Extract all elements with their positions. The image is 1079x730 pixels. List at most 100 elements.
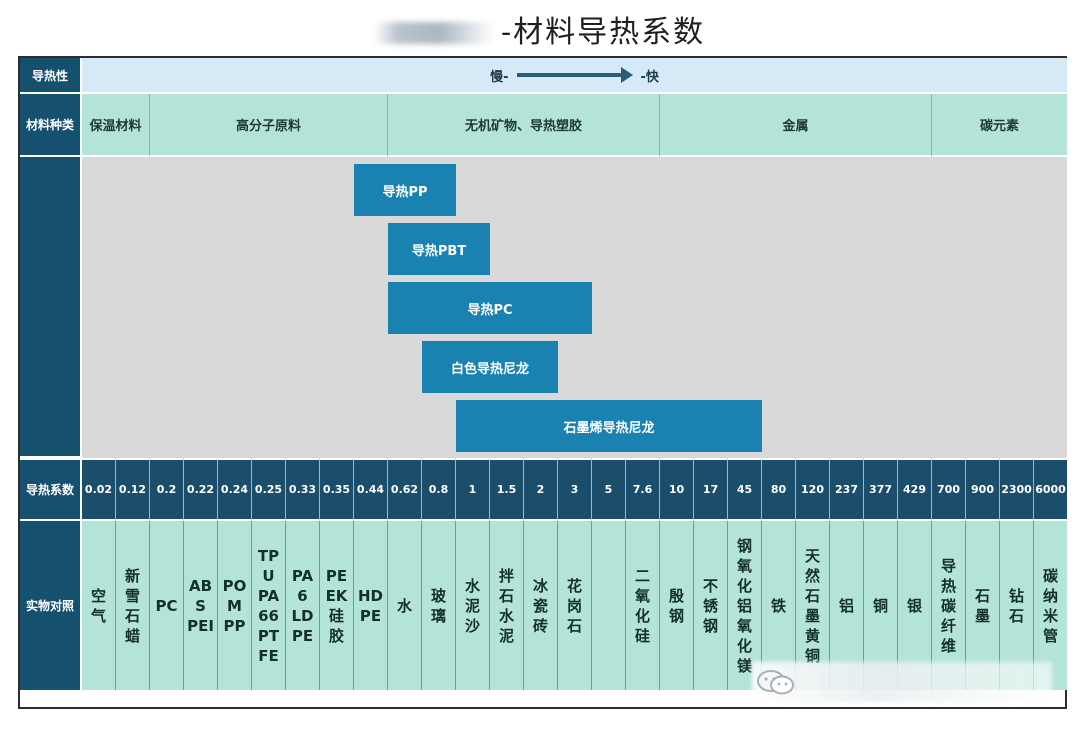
page-title: -材料导热系数	[0, 10, 1079, 56]
material-text: 6	[297, 586, 308, 605]
material-text: EK	[325, 586, 348, 605]
material-text: PA	[291, 566, 314, 585]
material-cell: 铜	[864, 521, 898, 690]
row-label-category-text: 材料种类	[25, 118, 74, 132]
material-text: 胶	[328, 626, 344, 645]
coefficient-cell: 0.62	[388, 458, 422, 521]
material-cell: 殷钢	[660, 521, 694, 690]
blurred-title-prefix	[373, 22, 494, 44]
material-cell	[592, 521, 626, 690]
material-text: 不	[702, 576, 718, 595]
coefficient-cell: 2	[524, 458, 558, 521]
material-text: 氧	[634, 586, 650, 605]
bar-label: 导热PP	[382, 184, 428, 200]
material-text: 化	[736, 636, 752, 655]
material-text: 银	[906, 596, 922, 615]
material-text: PA	[257, 586, 280, 605]
row-label-category: 材料种类	[20, 94, 82, 157]
material-text: 新	[124, 566, 140, 585]
category-label: 高分子原料	[235, 119, 301, 134]
material-text: 石	[124, 606, 140, 625]
material-text: 玻	[430, 586, 446, 605]
material-text: 钻	[1008, 586, 1024, 605]
arrow-right-icon	[516, 67, 633, 83]
material-text: 水	[498, 606, 514, 625]
bar-graphene-thermal-nylon: 石墨烯导热尼龙	[456, 400, 762, 452]
material-cell: 导热碳纤维	[932, 521, 966, 690]
material-text: 铁	[770, 596, 786, 615]
coefficient-cell: 5	[592, 458, 626, 521]
material-cell: 铁	[762, 521, 796, 690]
category-polymer: 高分子原料	[150, 94, 388, 157]
material-cell: 水泥沙	[456, 521, 490, 690]
category-label: 无机矿物、导热塑胶	[464, 119, 582, 134]
bar-label: 导热PC	[467, 302, 513, 318]
speed-indicator: 慢- -快	[82, 58, 1067, 94]
material-cell: 不锈钢	[694, 521, 728, 690]
row-label-conductivity-text: 导热性	[31, 68, 68, 83]
coefficient-cell: 1	[456, 458, 490, 521]
material-text: 泥	[498, 626, 514, 645]
material-text: 璃	[430, 606, 446, 625]
material-text: 化	[634, 606, 650, 625]
material-cell: 天然石墨黄铜	[796, 521, 830, 690]
material-text: 拌	[498, 566, 514, 585]
material-cell: 碳纳米管	[1034, 521, 1067, 690]
material-text: 铝	[736, 596, 752, 615]
material-text: 沙	[464, 616, 480, 635]
coefficient-cell: 17	[694, 458, 728, 521]
material-text: 碳	[1042, 566, 1058, 585]
material-cell: 水	[388, 521, 422, 690]
material-cell: 银	[898, 521, 932, 690]
wechat-icon	[757, 670, 794, 695]
coefficient-cell: 10	[660, 458, 694, 521]
bar-label: 导热PBT	[411, 243, 467, 259]
material-text: PE	[291, 626, 314, 645]
material-text: 黄	[804, 626, 820, 645]
material-text: 气	[90, 606, 106, 625]
material-text: PT	[257, 626, 280, 645]
material-cell: 花岗石	[558, 521, 592, 690]
material-text: 空	[90, 586, 106, 605]
coefficient-cell: 120	[796, 458, 830, 521]
material-text: PO	[222, 576, 247, 595]
speed-slow-label: 慢-	[490, 69, 509, 85]
material-cell: PC	[150, 521, 184, 690]
bar-thermal-pc: 导热PC	[388, 282, 592, 334]
bar-label: 白色导热尼龙	[450, 361, 529, 377]
material-text: PEI	[187, 616, 214, 635]
material-text: 氧	[736, 616, 752, 635]
material-text: 铜	[872, 596, 888, 615]
material-text: PC	[155, 596, 178, 615]
coefficient-cell: 700	[932, 458, 966, 521]
material-text: U	[262, 566, 275, 585]
material-cell: 空气	[82, 521, 116, 690]
row-label-coefficient: 导热系数	[20, 458, 82, 521]
category-metal: 金属	[660, 94, 932, 157]
material-text: 水	[464, 576, 480, 595]
coefficient-cell: 6000	[1034, 458, 1067, 521]
row-label-reference-text: 实物对照	[25, 599, 74, 613]
material-text: 硅	[328, 606, 344, 625]
material-text: 墨	[804, 606, 820, 625]
material-text: PE	[325, 566, 348, 585]
coefficient-cell: 80	[762, 458, 796, 521]
material-text: 石	[974, 586, 990, 605]
category-label: 碳元素	[979, 119, 1019, 134]
material-text: S	[195, 596, 206, 615]
material-text: 化	[736, 576, 752, 595]
material-text: 砖	[532, 616, 548, 635]
material-text: 66	[258, 606, 279, 625]
material-text: 石	[804, 586, 820, 605]
coefficient-cell: 377	[864, 458, 898, 521]
material-text: 管	[1042, 626, 1058, 645]
material-text: AB	[188, 576, 213, 595]
coefficient-cell: 429	[898, 458, 932, 521]
material-text: 花	[566, 576, 582, 595]
material-cell: 冰瓷砖	[524, 521, 558, 690]
category-insulation: 保温材料	[82, 94, 150, 157]
